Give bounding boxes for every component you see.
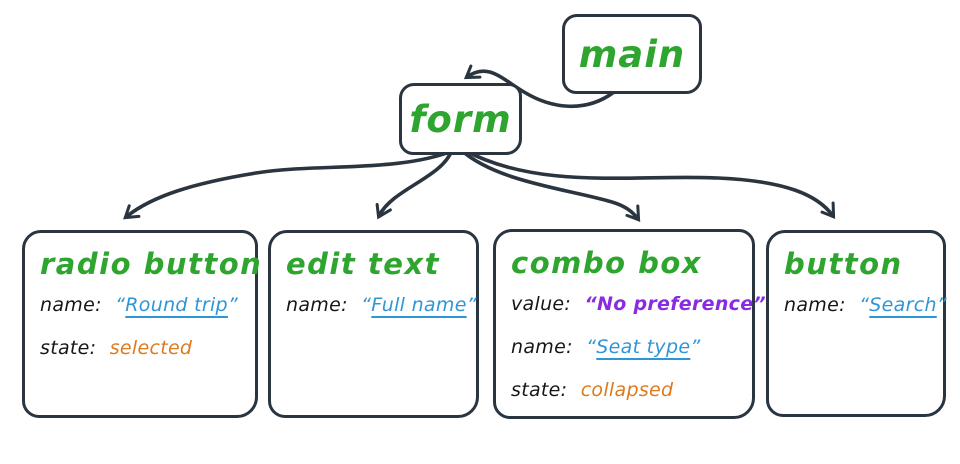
node-form-title: form	[409, 97, 512, 141]
property-label: name:	[511, 336, 573, 358]
property-label: name:	[784, 294, 846, 316]
node-button-title: button	[784, 247, 903, 281]
value-text: Seat type	[596, 336, 691, 358]
close-quote: ”	[466, 294, 477, 316]
property-row-name: name: “Seat type”	[511, 336, 739, 358]
property-label: state:	[511, 379, 568, 401]
open-quote: “	[859, 294, 870, 316]
node-radio-button: radio button name: “Round trip” state: s…	[22, 230, 263, 418]
property-row-name: name: “Round trip”	[40, 294, 242, 316]
node-edit-text-title: edit text	[286, 247, 440, 281]
property-value: collapsed	[580, 379, 674, 401]
node-radio-button-title: radio button	[40, 247, 263, 281]
close-quote: ”	[753, 293, 766, 315]
node-main: main	[562, 14, 702, 94]
node-main-title: main	[578, 32, 686, 76]
property-label: name:	[40, 294, 102, 316]
edge-form-to-radio-button	[123, 148, 457, 220]
node-combo-box-title: combo box	[511, 246, 702, 280]
node-edit-text: edit text name: “Full name”	[268, 230, 479, 418]
open-quote: “	[361, 294, 372, 316]
property-row-state: state: collapsed	[511, 379, 739, 401]
property-row-value: value: “No preference”	[511, 293, 766, 315]
close-quote: ”	[936, 294, 947, 316]
edge-form-to-edit-text	[375, 148, 454, 220]
close-quote: ”	[227, 294, 239, 316]
property-value: “No preference”	[584, 293, 766, 315]
value-text: Round trip	[125, 294, 228, 316]
node-button: button name: “Search”	[766, 230, 947, 417]
property-value: selected	[109, 337, 193, 359]
open-quote: “	[584, 293, 597, 315]
property-value: “Seat type”	[586, 336, 700, 358]
property-row-name: name: “Full name”	[286, 294, 477, 316]
value-text: Search	[869, 294, 937, 316]
open-quote: “	[115, 294, 126, 316]
edge-form-to-button	[462, 148, 836, 220]
property-row-name: name: “Search”	[784, 294, 947, 316]
property-value: “Search”	[859, 294, 947, 316]
property-label: name:	[286, 294, 348, 316]
property-label: value:	[511, 293, 572, 315]
property-label: state:	[40, 337, 97, 359]
value-text: Full name	[371, 294, 467, 316]
node-combo-box: combo box value: “No preference” name: “…	[493, 229, 766, 419]
close-quote: ”	[690, 336, 701, 358]
edge-form-to-combo-box	[459, 148, 641, 223]
node-form: form	[399, 83, 522, 155]
property-value: “Round trip”	[115, 294, 238, 316]
property-row-state: state: selected	[40, 337, 242, 359]
open-quote: “	[586, 336, 597, 358]
property-value: “Full name”	[361, 294, 477, 316]
value-text: No preference	[597, 293, 754, 315]
